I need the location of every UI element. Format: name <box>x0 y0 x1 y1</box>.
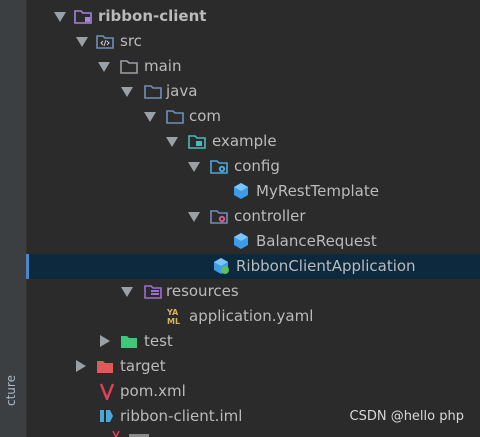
tree-row-java[interactable]: java <box>27 79 480 104</box>
tree-row-label: config <box>234 157 280 175</box>
collapse-arrow-icon[interactable] <box>100 335 110 347</box>
expand-arrow-icon[interactable] <box>98 62 110 72</box>
expand-arrow-icon[interactable] <box>121 87 133 97</box>
iml-file-icon <box>98 407 116 425</box>
expand-arrow-icon[interactable] <box>54 12 66 22</box>
structure-side-tab[interactable]: cture <box>0 0 27 437</box>
svg-text:YA: YA <box>166 308 179 317</box>
tree-row-label: ribbon-client <box>98 7 207 25</box>
package-folder-icon <box>166 107 184 125</box>
source-root-folder-icon <box>96 32 114 50</box>
module-folder-icon <box>74 7 92 25</box>
tree-row-label: BalanceRequest <box>256 232 377 250</box>
expand-arrow-icon[interactable] <box>188 162 200 172</box>
tree-row-balancerequest[interactable]: BalanceRequest <box>27 229 480 254</box>
tree-row-controller[interactable]: controller <box>27 204 480 229</box>
expand-arrow-icon[interactable] <box>166 137 178 147</box>
tree-row-label: example <box>212 132 277 150</box>
tree-row-resources[interactable]: resources <box>27 279 480 304</box>
folder-icon <box>120 57 138 75</box>
tree-row-ribbon-client-iml[interactable]: ribbon-client.iml <box>27 404 480 429</box>
tree-row-myresttemplate[interactable]: MyRestTemplate <box>27 179 480 204</box>
tree-row-label: MyRestTemplate <box>256 182 379 200</box>
project-tree[interactable]: ribbon-client src main java com <box>26 0 480 437</box>
tree-row-main[interactable]: main <box>27 54 480 79</box>
watermark-text: CSDN @hello php <box>349 409 465 424</box>
tree-row-label: RibbonClientApplication <box>236 257 416 275</box>
tree-row-ribbonclientapplication[interactable]: RibbonClientApplication <box>26 254 480 279</box>
expand-arrow-icon[interactable] <box>188 212 200 222</box>
scrolled-row-fragment <box>112 431 149 437</box>
tree-row-ribbon-client[interactable]: ribbon-client <box>27 4 480 29</box>
test-folder-icon <box>120 332 138 350</box>
tree-row-src[interactable]: src <box>27 29 480 54</box>
maven-icon <box>98 382 116 403</box>
controller-package-icon <box>210 207 228 225</box>
tree-row-label: test <box>144 332 173 350</box>
tree-row-com[interactable]: com <box>27 104 480 129</box>
tree-row-label: application.yaml <box>189 307 314 325</box>
tree-row-label: target <box>120 357 166 375</box>
expand-arrow-icon[interactable] <box>144 112 156 122</box>
tree-row-config[interactable]: config <box>27 154 480 179</box>
tree-row-pom-xml[interactable]: pom.xml <box>27 379 480 404</box>
tree-row-label: com <box>189 107 222 125</box>
tree-row-label: java <box>166 82 198 100</box>
tree-row-label: resources <box>166 282 239 300</box>
spring-boot-app-icon <box>212 257 230 275</box>
collapse-arrow-icon[interactable] <box>76 360 86 372</box>
tree-row-label: main <box>144 57 182 75</box>
tree-row-label: ribbon-client.iml <box>120 407 243 425</box>
class-bean-icon <box>232 232 250 250</box>
tree-row-label: controller <box>234 207 306 225</box>
resources-folder-icon <box>144 282 162 300</box>
side-tab-label: cture <box>4 375 18 406</box>
package-folder-icon <box>188 132 206 150</box>
expand-arrow-icon[interactable] <box>121 287 133 297</box>
config-package-icon <box>210 157 228 175</box>
excluded-folder-icon <box>96 357 114 375</box>
source-folder-icon <box>144 82 162 100</box>
tree-row-example[interactable]: example <box>27 129 480 154</box>
tree-row-label: pom.xml <box>120 382 186 400</box>
svg-text:ML: ML <box>167 317 180 325</box>
class-bean-icon <box>232 182 250 200</box>
expand-arrow-icon[interactable] <box>76 37 88 47</box>
tree-row-test[interactable]: test <box>27 329 480 354</box>
tree-row-target[interactable]: target <box>27 354 480 379</box>
tree-row-label: src <box>120 32 142 50</box>
